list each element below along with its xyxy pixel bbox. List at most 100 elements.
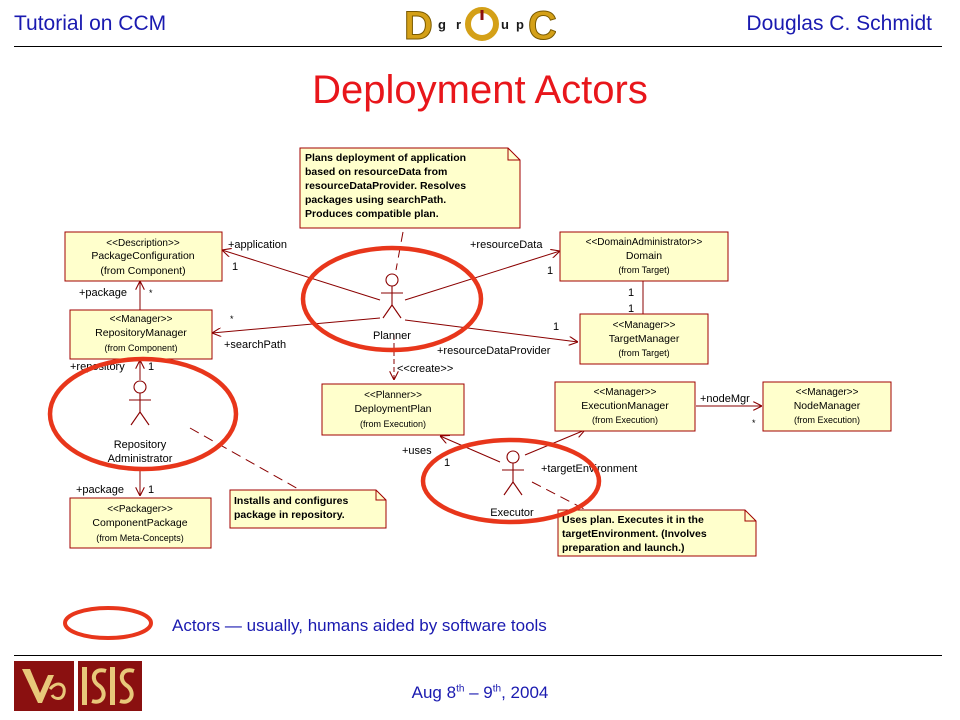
line-planner-rdprovider [404,319,578,342]
label-package: +package [79,287,127,299]
stereotype-label: <<Description>> [106,238,180,249]
actor-executor-figure [502,450,524,496]
class-name-label: ComponentPackage [92,517,187,529]
label-one-uses: 1 [444,457,450,469]
line-planner-application [222,250,381,301]
class-from-label: (from Execution) [592,415,658,425]
actor-repository-admin-figure [129,380,151,426]
line-planner-searchpath [212,317,381,333]
label-one-application: 1 [232,261,238,273]
class-name-label: PackageConfiguration [91,250,194,262]
legend-ellipse [63,606,153,640]
actor-executor-label: Executor [490,507,534,519]
line-planner-resourcedata [404,251,560,301]
note-line: targetEnvironment. (Involves [562,528,707,540]
stereotype-label: <<Manager>> [110,314,173,325]
class-target-manager: <<Manager>> TargetManager (from Target) [579,313,709,365]
class-from-label: (from Execution) [794,415,860,425]
label-search-path: +searchPath [224,339,286,351]
note-installs: Installs and configures package in repos… [229,489,387,529]
logo-letter-c: C [528,4,556,44]
label-one-domain-2: 1 [628,303,634,315]
label-resource-data: +resourceData [470,239,543,251]
logo-letter-p: p [516,17,524,32]
highlight-planner [300,245,484,353]
header-left-title: Tutorial on CCM [14,12,167,35]
class-from-label: (from Component) [104,343,177,353]
stereotype-label: <<Packager>> [107,504,173,515]
stereotype-label: <<Manager>> [796,387,859,398]
header-right-author: Douglas C. Schmidt [746,12,932,35]
class-from-label: (from Execution) [360,419,426,429]
label-node-mgr: +nodeMgr [700,393,750,405]
class-domain: <<DomainAdministrator>> Domain (from Tar… [559,231,729,282]
note-line-planner [395,231,404,271]
legend-text: Actors — usually, humans aided by softwa… [172,616,547,635]
logo-letter-d: D [404,4,433,44]
class-from-label: (from Target) [618,265,669,275]
logo-letter-g: g [438,17,446,32]
doc-group-logo: D g r u p C [404,4,556,44]
class-repository-manager: <<Manager>> RepositoryManager (from Comp… [69,309,213,360]
class-component-package: <<Packager>> ComponentPackage (from Meta… [69,497,212,549]
note-planner: Plans deployment of application based on… [299,147,521,229]
note-line: Produces compatible plan. [305,208,439,220]
header-rule [14,46,942,47]
label-one-repository: 1 [148,361,154,373]
class-package-configuration: <<Description>> PackageConfiguration (fr… [64,231,223,282]
note-line: resourceDataProvider. Resolves [305,180,466,192]
label-star-package: * [149,288,153,298]
actor-highlights [47,245,602,640]
note-line: package in repository. [234,509,345,521]
page-title: Deployment Actors [312,68,648,112]
class-execution-manager: <<Manager>> ExecutionManager (from Execu… [554,381,696,432]
footer-sup-2: th [492,683,502,695]
actor-repository-admin-label-1: Repository [114,439,167,451]
note-line: Uses plan. Executes it in the [562,514,704,526]
label-application: +application [228,239,287,251]
class-deployment-plan: <<Planner>> DeploymentPlan (from Executi… [321,383,465,436]
note-line: Installs and configures [234,495,349,507]
note-line: Plans deployment of application [305,152,466,164]
vanderbilt-logo [14,661,74,711]
logo-letter-r: r [456,17,461,32]
actor-planner-figure [381,273,403,319]
connectors [140,250,762,496]
note-line: based on resourceData from [305,166,447,178]
class-name-label: DeploymentPlan [354,403,431,415]
stereotype-label: <<Manager>> [594,387,657,398]
class-name-label: RepositoryManager [95,327,187,339]
class-from-label: (from Meta-Concepts) [96,533,184,543]
line-executor-uses [440,436,501,463]
label-create: <<create>> [397,363,453,375]
class-from-label: (from Component) [100,265,185,277]
footer-sup-1: th [456,683,465,695]
note-line: packages using searchPath. [305,194,446,206]
class-name-label: TargetManager [609,333,680,345]
note-line-installs [189,427,301,491]
line-executor-targetenv [524,430,585,456]
footer-date-year: , 2004 [501,683,549,702]
footer-date: Aug 8th – 9th, 2004 [0,683,960,703]
label-uses: +uses [402,445,432,457]
highlight-repository-admin [47,356,239,472]
class-from-label: (from Target) [618,348,669,358]
stereotype-label: <<Planner>> [364,390,422,401]
footer-date-dash: – 9 [464,683,493,702]
stereotype-label: <<DomainAdministrator>> [586,237,703,248]
footer-rule [14,655,942,656]
stereotype-label: <<Manager>> [613,320,676,331]
label-star-search: * [230,314,234,324]
class-name-label: ExecutionManager [581,400,669,412]
class-name-label: Domain [626,250,662,262]
logo-letter-u: u [501,17,509,32]
footer-date-prefix: Aug 8 [411,683,457,702]
class-name-label: NodeManager [794,400,861,412]
label-one-target: 1 [553,321,559,333]
label-package-2: +package [76,484,124,496]
class-node-manager: <<Manager>> NodeManager (from Execution) [762,381,892,432]
label-one-package-2: 1 [148,484,154,496]
label-resource-data-provider: +resourceDataProvider [437,345,551,357]
actor-planner-label: Planner [373,330,411,342]
